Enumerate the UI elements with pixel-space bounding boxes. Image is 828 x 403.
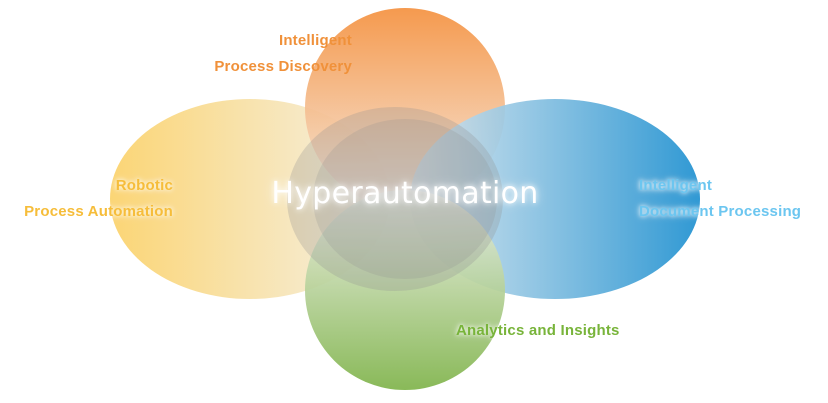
label-intelligent-process-discovery: Intelligent Process Discovery	[198, 28, 352, 80]
petal-bottom	[305, 190, 505, 390]
label-left-line2: Process Automation	[24, 203, 173, 220]
label-bottom-line1: Analytics and Insights	[456, 322, 620, 339]
label-left-line1: Robotic	[115, 177, 173, 194]
overlap-shading	[287, 107, 503, 291]
label-right-line1: Intelligent	[639, 177, 713, 194]
label-top-line2: Process Discovery	[214, 58, 352, 75]
overlap-core	[313, 119, 497, 279]
center-title: Hyperautomation	[271, 176, 539, 211]
label-top-line1: Intelligent	[278, 32, 352, 49]
label-robotic-process-automation: Robotic Process Automation	[2, 173, 173, 225]
label-analytics-and-insights: Analytics and Insights	[456, 318, 620, 344]
label-right-line2: Document Processing	[639, 203, 802, 220]
label-intelligent-document-processing: Intelligent Document Processing	[639, 173, 826, 225]
